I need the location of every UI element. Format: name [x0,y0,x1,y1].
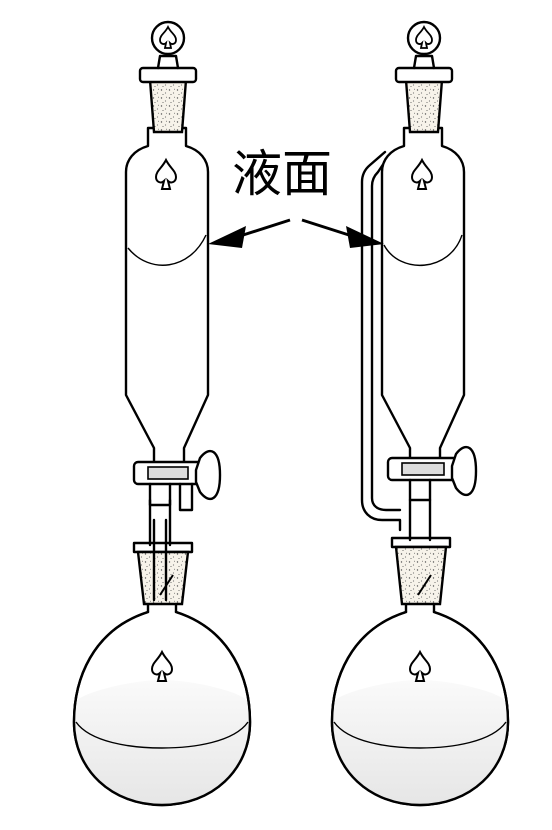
left-funnel-body [124,126,210,467]
left-stopper [138,20,198,134]
spade-icon [150,649,174,682]
arrow-icon-left [208,218,291,248]
spade-icon [408,649,432,682]
liquid-surface-label: 液面 [232,145,332,203]
right-side-arm [360,150,402,532]
right-stem [408,498,432,542]
stopcock-icon[interactable] [386,445,478,502]
stopcock-icon[interactable] [132,449,222,512]
right-flask-joint [390,536,452,606]
right-funnel-body [380,126,466,467]
left-flask [72,598,252,807]
right-stopper [394,20,454,134]
right-apparatus [330,20,510,807]
left-flask-joint [132,541,194,606]
arrow-icon-right [301,218,384,248]
spade-icon [410,157,434,190]
left-stem [148,498,172,602]
spade-icon [154,157,178,190]
left-apparatus [72,20,252,807]
right-flask [330,598,510,807]
